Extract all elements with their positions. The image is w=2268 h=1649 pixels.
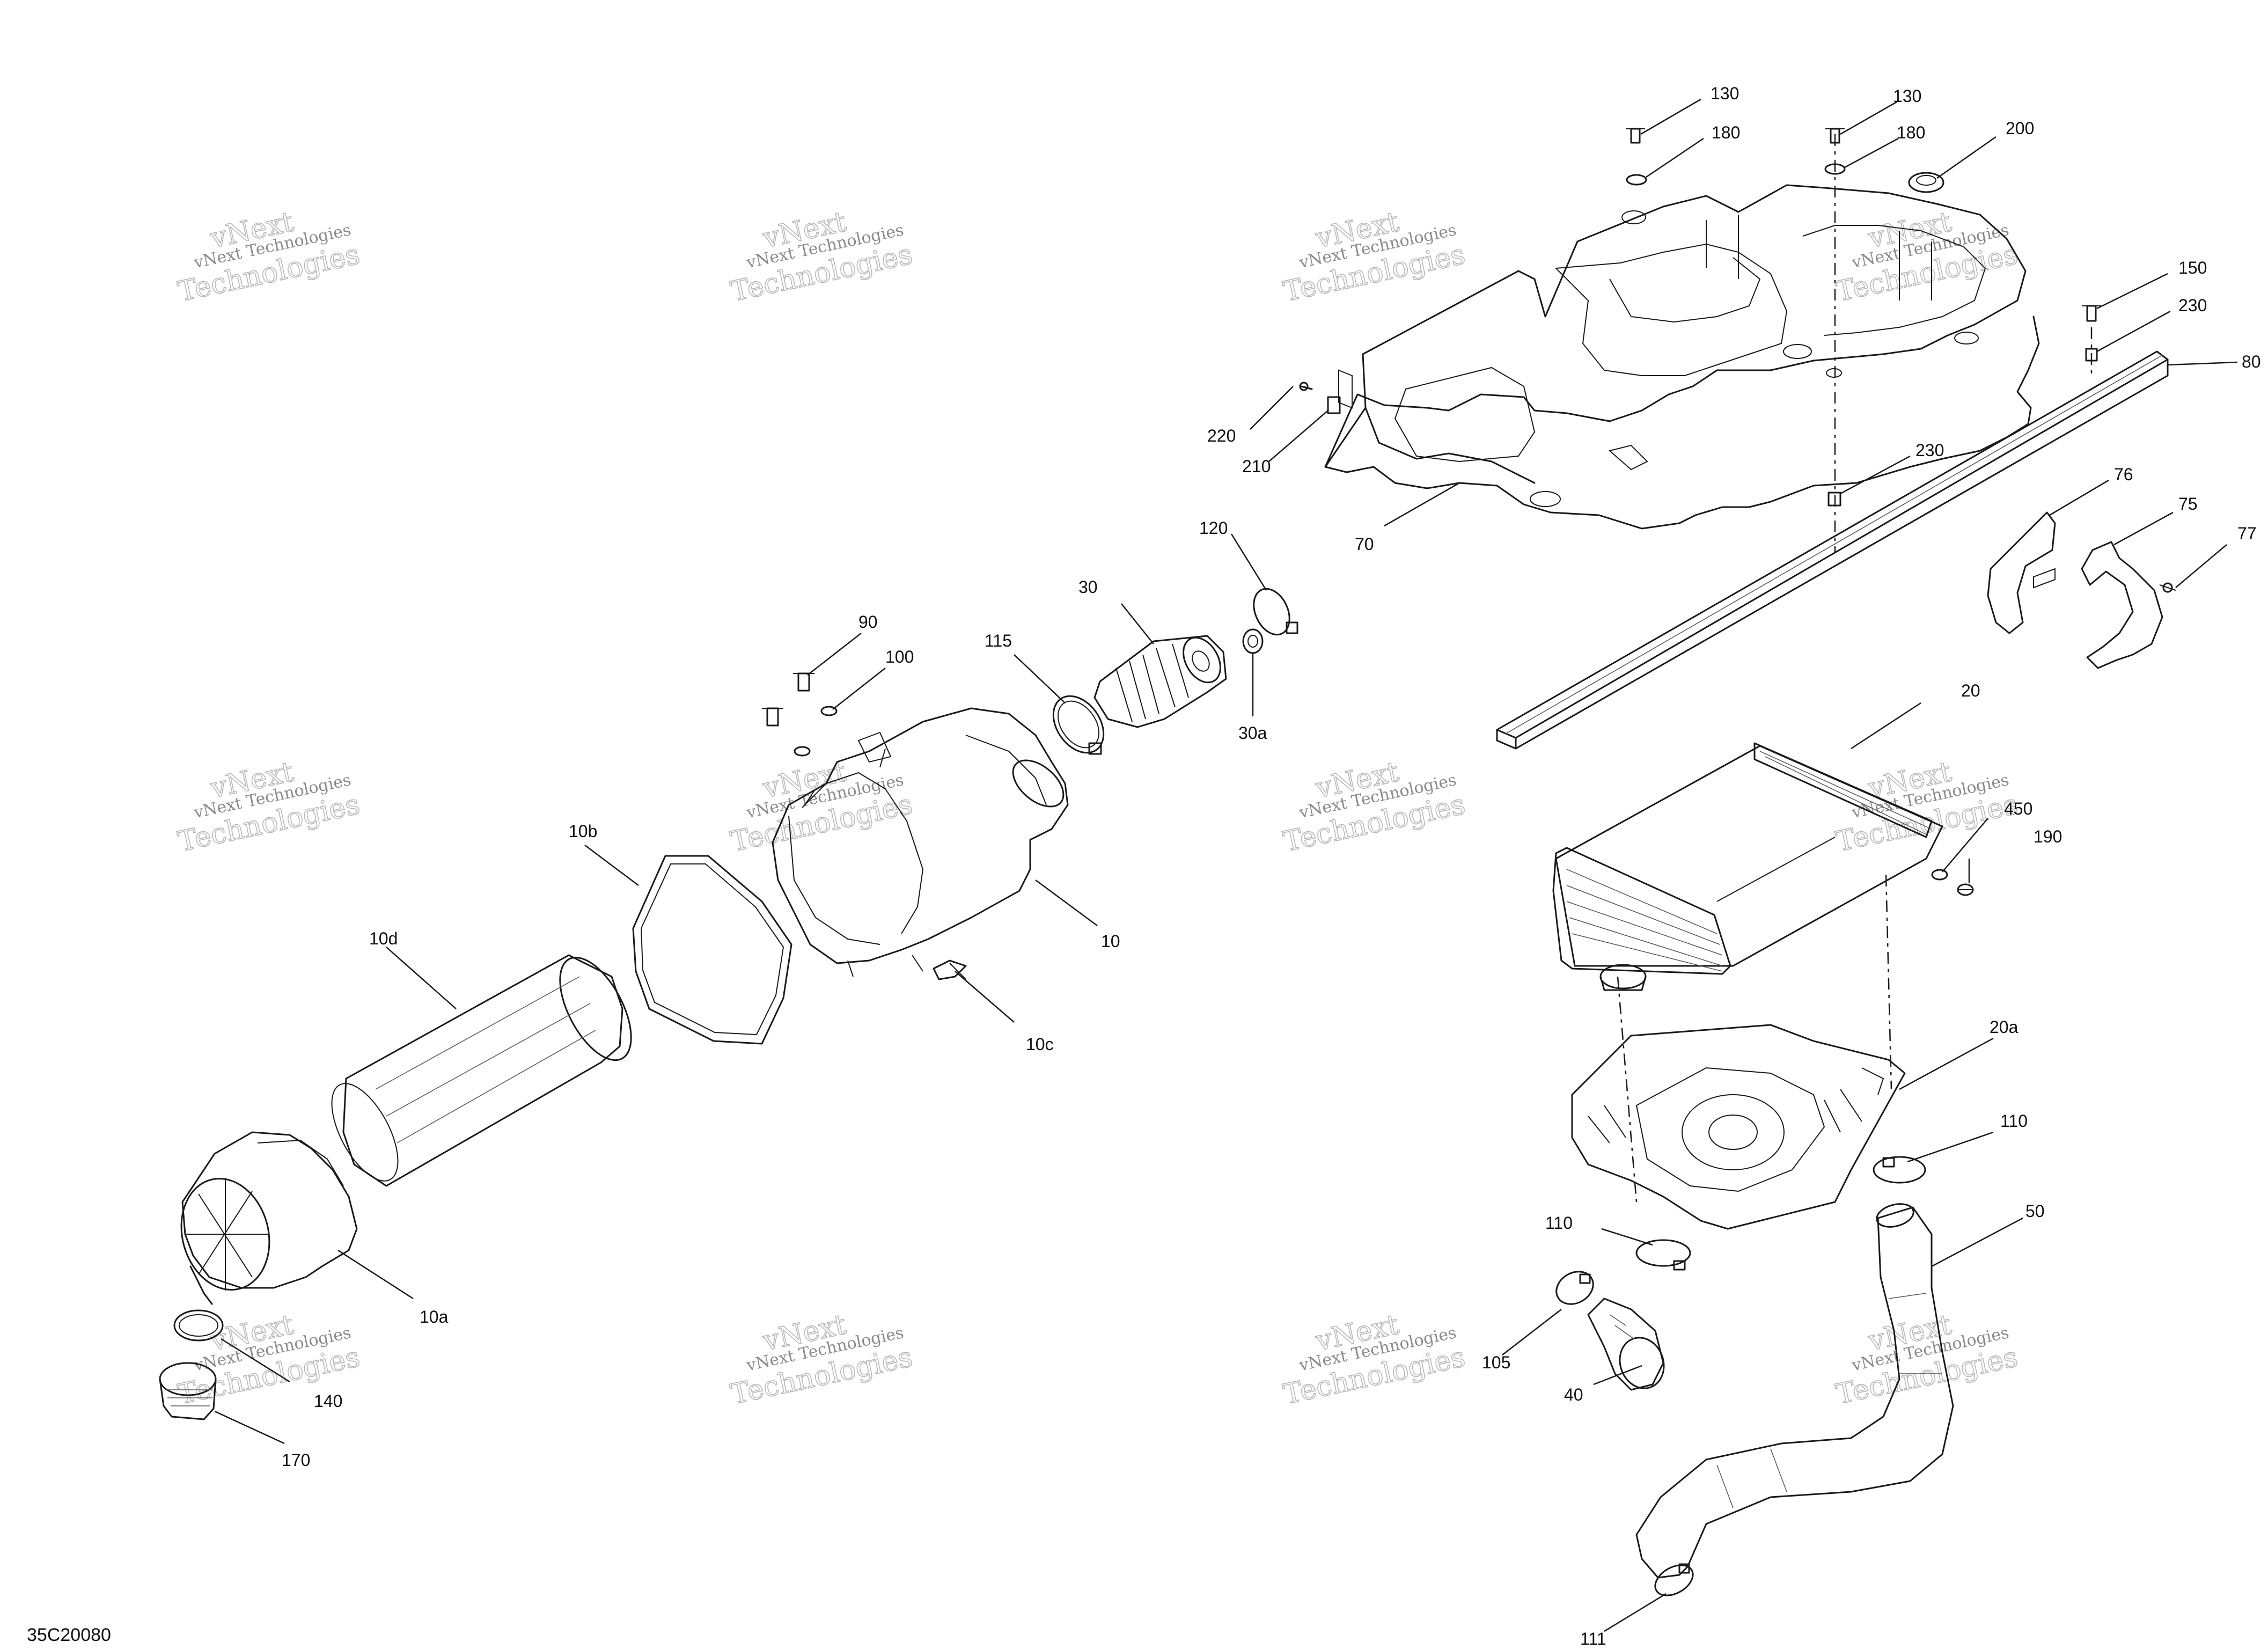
callout-150: 150 bbox=[2178, 258, 2207, 277]
callout-450: 450 bbox=[2004, 799, 2032, 818]
callout-230-upper: 230 bbox=[2178, 296, 2207, 315]
screw-150 bbox=[2082, 305, 2101, 322]
watermark-3: vNext vNext Technologies Technologies bbox=[1280, 206, 1469, 309]
callout-180-right: 180 bbox=[1897, 123, 1925, 142]
washer-180-right bbox=[1824, 163, 1846, 175]
intercooler-base-20a bbox=[1571, 1024, 1906, 1230]
callout-10: 10 bbox=[1101, 932, 1120, 951]
callout-170: 170 bbox=[282, 1450, 310, 1470]
watermark-6: vNext vNext Technologies Technologies bbox=[728, 756, 916, 859]
callout-180-left: 180 bbox=[1712, 123, 1740, 142]
nut-230-lower bbox=[1827, 492, 1841, 507]
nut-230-upper bbox=[2085, 348, 2098, 362]
clamp-140 bbox=[173, 1309, 224, 1342]
callout-10a: 10a bbox=[420, 1307, 449, 1326]
clip-10c bbox=[933, 959, 967, 980]
bracket-76 bbox=[1987, 511, 2056, 634]
washer-100-b bbox=[794, 746, 811, 757]
callout-100: 100 bbox=[885, 647, 914, 666]
clamp-110-upper bbox=[1873, 1156, 1926, 1184]
washer-100 bbox=[820, 706, 838, 716]
boot-30 bbox=[1093, 635, 1227, 728]
clamp-105 bbox=[1555, 1271, 1594, 1305]
filter-element-10d bbox=[331, 954, 632, 1187]
seal-10b bbox=[632, 855, 792, 1045]
washer-450 bbox=[1931, 869, 1948, 881]
callout-10d: 10d bbox=[369, 929, 398, 948]
clip-210 bbox=[1327, 396, 1341, 414]
hose-40 bbox=[1587, 1298, 1665, 1391]
clamp-110-lower bbox=[1635, 1239, 1691, 1271]
callout-40: 40 bbox=[1564, 1385, 1583, 1404]
callout-190: 190 bbox=[2034, 827, 2062, 846]
callout-140: 140 bbox=[314, 1391, 342, 1411]
callout-105: 105 bbox=[1482, 1353, 1510, 1372]
leader-lines bbox=[214, 98, 2238, 1632]
callout-77: 77 bbox=[2237, 524, 2257, 543]
watermark-1: vNext vNext Technologies Technologies bbox=[175, 206, 363, 309]
watermark-12: vNext vNext Technologies Technologies bbox=[1833, 1308, 2021, 1411]
boot-170 bbox=[159, 1362, 217, 1420]
filter-cover-10a bbox=[180, 1131, 358, 1305]
screw-190 bbox=[1957, 883, 1974, 896]
clamp-115 bbox=[1052, 695, 1105, 755]
callout-30: 30 bbox=[1078, 577, 1098, 597]
watermark-layer: vNext vNext Technologies Technologies vN… bbox=[175, 206, 2021, 1411]
callout-labels: 130 180 130 180 200 150 230 80 220 210 7… bbox=[282, 84, 2261, 1648]
watermark-7: vNext vNext Technologies Technologies bbox=[1280, 756, 1469, 859]
callout-110-upper: 110 bbox=[2000, 1111, 2028, 1131]
screw-77 bbox=[2159, 582, 2176, 593]
watermark-2: vNext vNext Technologies Technologies bbox=[728, 206, 916, 309]
bracket-75 bbox=[2081, 541, 2163, 669]
callout-80: 80 bbox=[2242, 352, 2261, 371]
clamp-111 bbox=[1654, 1563, 1694, 1596]
callout-90: 90 bbox=[858, 612, 878, 632]
callout-111: 111 bbox=[1580, 1629, 1606, 1648]
air-intake-housing-70 bbox=[1324, 184, 2040, 530]
watermark-11: vNext vNext Technologies Technologies bbox=[1280, 1308, 1469, 1411]
watermark-4: vNext vNext Technologies Technologies bbox=[1833, 206, 2021, 309]
intercooler-20 bbox=[1552, 742, 1943, 991]
screw-220 bbox=[1299, 382, 1313, 391]
callout-75: 75 bbox=[2178, 494, 2198, 514]
support-bar-80 bbox=[1496, 350, 2169, 750]
callout-30a: 30a bbox=[1238, 723, 1267, 743]
callout-200: 200 bbox=[2006, 119, 2034, 138]
screw-90 bbox=[793, 672, 814, 692]
hose-50 bbox=[1635, 1203, 1954, 1579]
callout-130-right: 130 bbox=[1893, 86, 1921, 106]
watermark-5: vNext vNext Technologies Technologies bbox=[175, 756, 363, 859]
callout-230-lower: 230 bbox=[1915, 441, 1944, 460]
diagram-code: 35C20080 bbox=[27, 1625, 111, 1645]
clamp-120 bbox=[1253, 588, 1298, 636]
callout-20a: 20a bbox=[1990, 1017, 2019, 1037]
callout-220: 220 bbox=[1207, 426, 1236, 445]
assembly-axes bbox=[1617, 134, 2093, 1203]
watermark-10: vNext vNext Technologies Technologies bbox=[728, 1308, 916, 1411]
callout-130-left: 130 bbox=[1711, 84, 1739, 103]
callout-20: 20 bbox=[1961, 681, 1980, 700]
screw-130-left bbox=[1626, 128, 1645, 144]
sensor-30a bbox=[1242, 628, 1264, 654]
screw-90-b bbox=[762, 707, 783, 727]
callout-10b: 10b bbox=[569, 822, 597, 841]
washer-180-left bbox=[1626, 174, 1647, 186]
callout-110-lower: 110 bbox=[1545, 1213, 1573, 1233]
air-filter-housing-10 bbox=[772, 707, 1069, 977]
callout-10c: 10c bbox=[1026, 1035, 1054, 1054]
watermark-8: vNext vNext Technologies Technologies bbox=[1833, 756, 2021, 859]
screw-130-right bbox=[1825, 128, 1845, 144]
callout-120: 120 bbox=[1199, 518, 1228, 538]
callout-210: 210 bbox=[1242, 457, 1271, 476]
grommet-200 bbox=[1908, 172, 1944, 193]
callout-70: 70 bbox=[1355, 534, 1374, 554]
callout-50: 50 bbox=[2025, 1201, 2045, 1221]
callout-115: 115 bbox=[985, 631, 1012, 650]
callout-76: 76 bbox=[2114, 465, 2133, 484]
